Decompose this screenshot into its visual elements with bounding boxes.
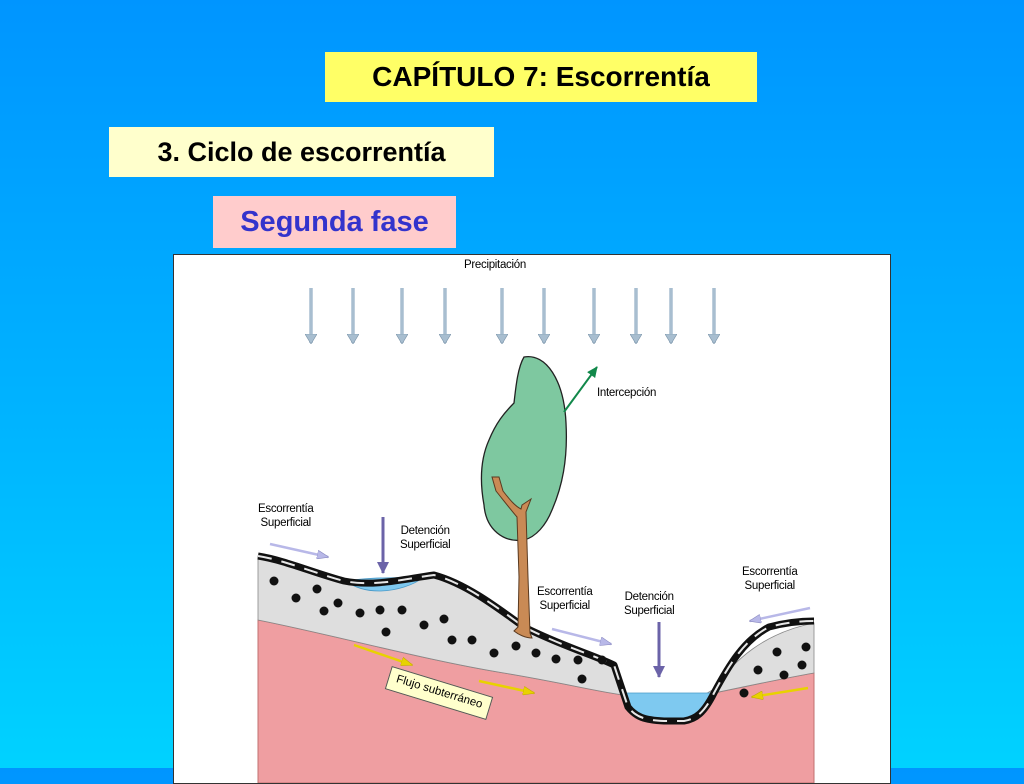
soil-gravel	[269, 576, 811, 698]
precipitation-label: Precipitación	[464, 259, 526, 271]
phase-title: Segunda fase	[213, 196, 456, 248]
subsurface-arrow	[752, 686, 809, 697]
section-title: 3. Ciclo de escorrentía	[109, 127, 494, 177]
interception-label: Intercepción	[597, 387, 657, 399]
runoff-arrow-middle	[551, 627, 611, 644]
subsurface-arrow	[478, 679, 534, 693]
rain-arrows	[311, 288, 714, 343]
diagram-canvas	[257, 288, 815, 783]
subsurface-arrow	[353, 643, 412, 667]
chapter-title: CAPÍTULO 7: Escorrentía	[325, 52, 757, 102]
runoff-arrow-right	[750, 606, 811, 621]
interception-arrow	[563, 366, 598, 413]
tree-trunk	[491, 476, 533, 639]
runoff-arrow-left	[269, 542, 328, 557]
